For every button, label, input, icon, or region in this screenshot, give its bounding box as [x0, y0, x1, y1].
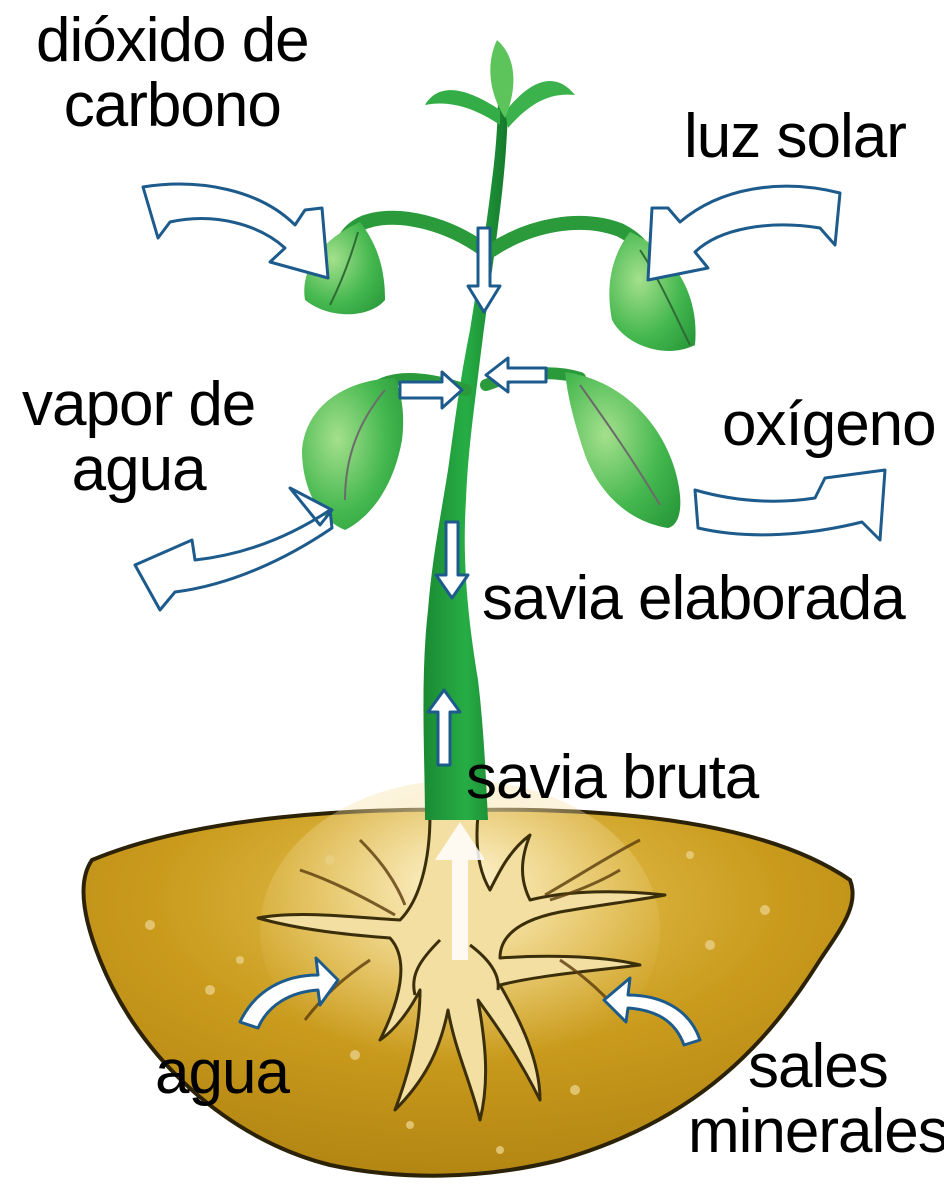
label-line: vapor de — [22, 372, 255, 437]
leaf-upper-left — [304, 218, 484, 314]
label-oxigeno: oxígeno — [722, 392, 936, 457]
label-line: carbono — [36, 73, 309, 138]
label-sales-minerales: sales minerales — [688, 1034, 944, 1164]
label-dioxido-de-carbono: dióxido de carbono — [36, 8, 309, 138]
label-line: agua — [22, 437, 255, 502]
leaf-lower-right — [486, 372, 680, 528]
label-line: sales — [688, 1034, 944, 1099]
vapor-out-arrow-icon — [135, 488, 332, 610]
label-line: minerales — [688, 1099, 944, 1164]
label-agua: agua — [155, 1040, 289, 1105]
label-line: dióxido de — [36, 8, 309, 73]
co2-in-arrow-icon — [143, 184, 328, 278]
label-vapor-de-agua: vapor de agua — [22, 372, 255, 502]
label-luz-solar: luz solar — [684, 104, 906, 169]
sun-in-arrow-icon — [648, 186, 840, 280]
label-savia-elaborada: savia elaborada — [482, 566, 905, 631]
label-savia-bruta: savia bruta — [466, 745, 758, 810]
oxygen-out-arrow-icon — [695, 470, 885, 540]
top-bud — [425, 40, 575, 128]
